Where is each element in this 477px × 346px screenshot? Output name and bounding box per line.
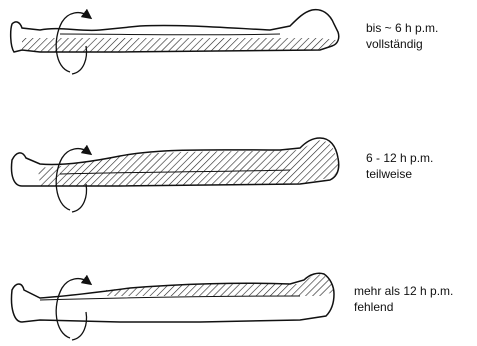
rotation-arrow-back-3 [72,312,86,340]
arm-line-1 [60,34,280,35]
rotation-arrow-3 [56,279,88,338]
caption-1-time: bis ~ 6 h p.m. [366,20,438,36]
caption-3-time: mehr als 12 h p.m. [354,283,453,299]
caption-2: 6 - 12 h p.m. teilweise [366,150,433,182]
caption-1: bis ~ 6 h p.m. vollständig [366,20,438,52]
body-figure-2 [11,138,338,212]
lividity-area-3 [106,274,334,296]
caption-2-state: teilweise [366,166,433,182]
caption-3: mehr als 12 h p.m. fehlend [354,283,453,315]
body-figure-1 [11,10,339,74]
arm-line-3 [40,296,300,300]
caption-2-time: 6 - 12 h p.m. [366,150,433,166]
body-figure-3 [11,273,334,340]
lividity-area-2 [38,140,339,186]
caption-3-state: fehlend [354,299,453,315]
body-outline-3 [11,273,334,322]
rotation-arrow-back-2 [72,184,86,212]
caption-1-state: vollständig [366,36,438,52]
